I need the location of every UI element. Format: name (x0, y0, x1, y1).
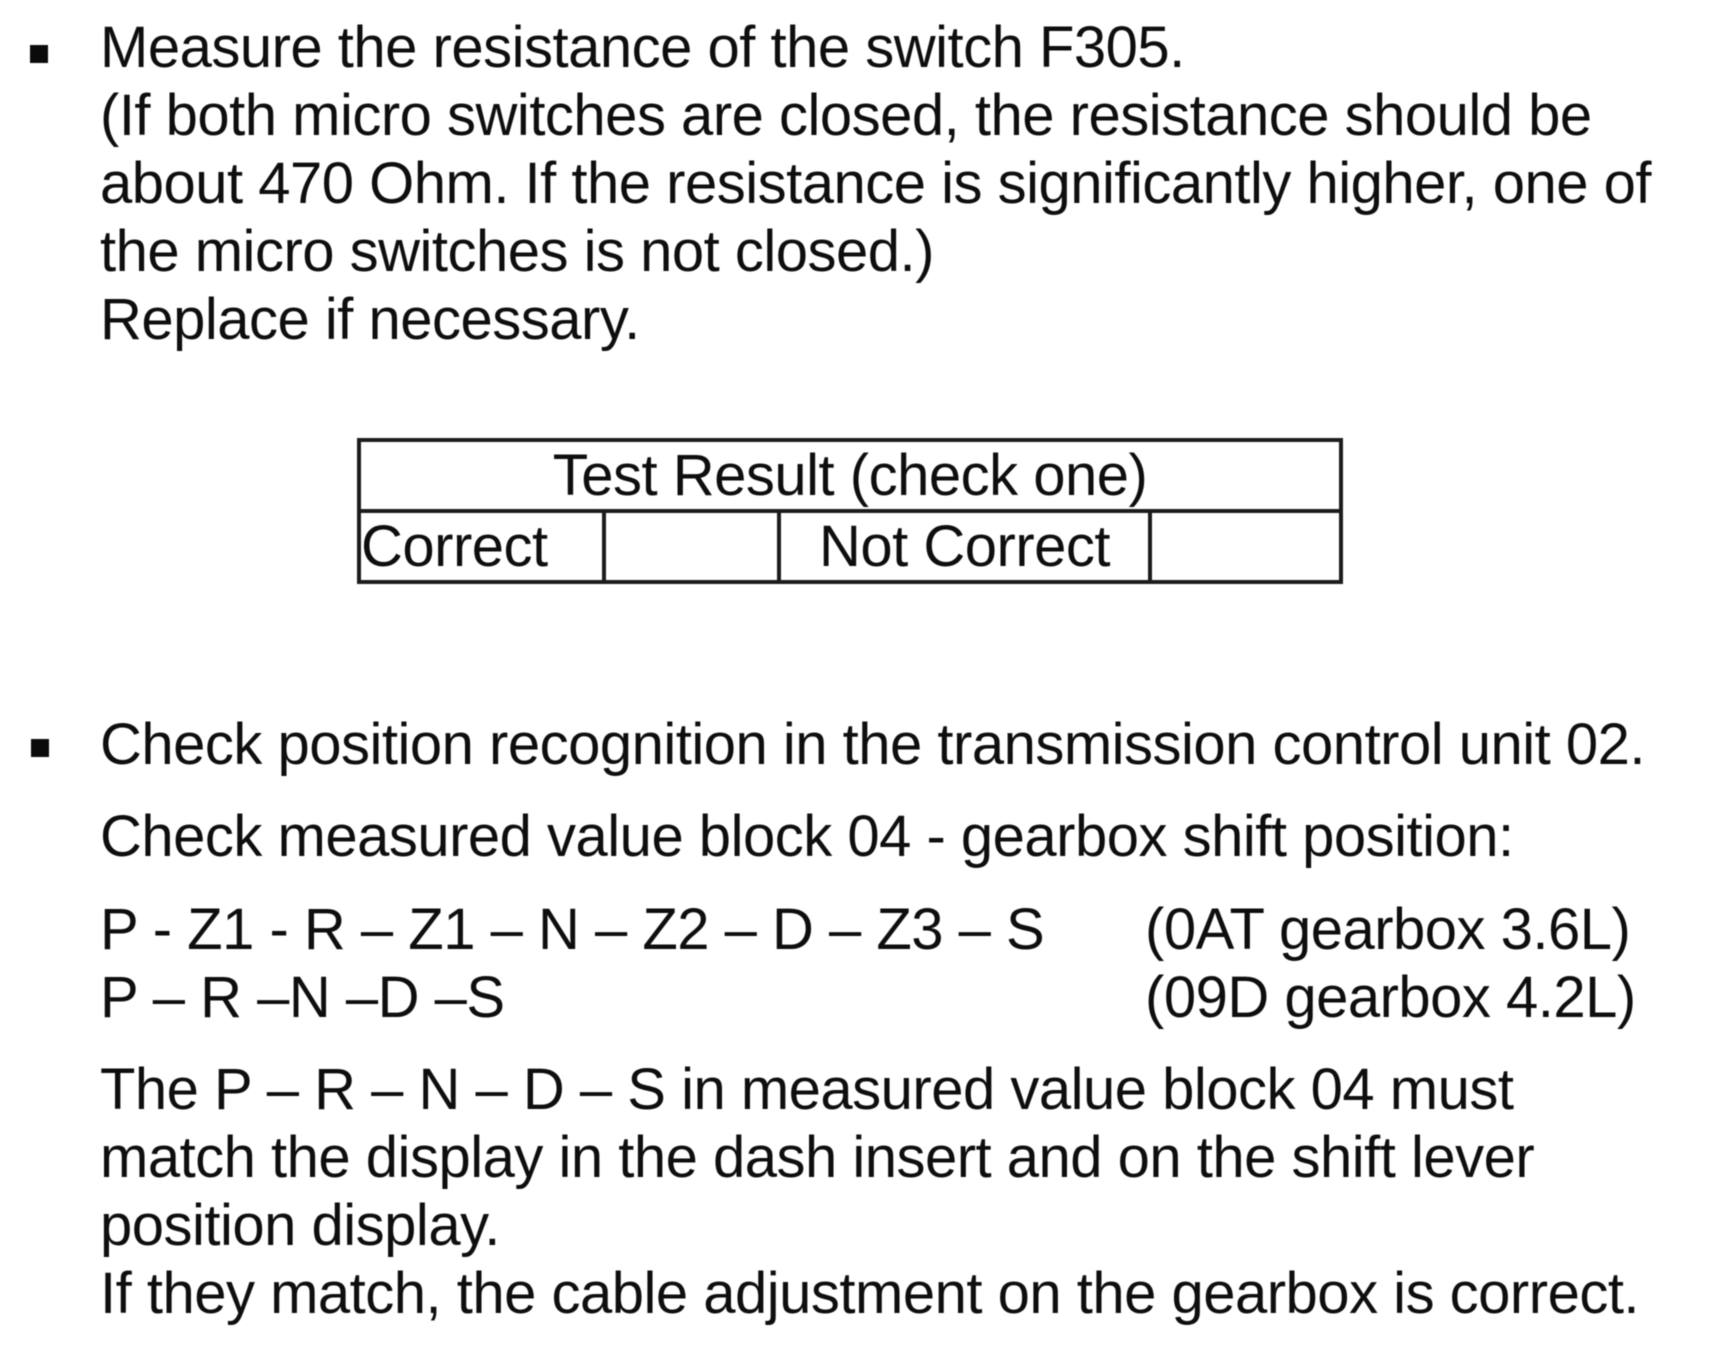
square-bullet-icon (30, 45, 48, 63)
correct-check-cell[interactable] (602, 509, 781, 584)
gear-sequence-text: P – R –N –D –S (100, 965, 505, 1030)
gear-sequence-row: P - Z1 - R – Z1 – N – Z2 – D – Z3 – S (0… (100, 896, 1720, 964)
gearbox-variant-label: (09D gearbox 4.2L) (1145, 965, 1636, 1030)
table-answer-row: Correct Not Correct (357, 509, 1344, 584)
check-measured-value-instruction: Check measured value block 04 - gearbox … (100, 804, 1514, 869)
table-header-row: Test Result (check one) (356, 438, 1344, 513)
text-line: The P – R – N – D – S in measured value … (100, 1057, 1514, 1122)
gear-sequence-row: P – R –N –D –S (09D gearbox 4.2L) (100, 964, 1720, 1032)
text-line: Replace if necessary. (100, 287, 640, 352)
gear-sequence-block: P - Z1 - R – Z1 – N – Z2 – D – Z3 – S (0… (100, 896, 1720, 1032)
not-correct-check-cell[interactable] (1147, 509, 1344, 584)
square-bullet-icon (31, 739, 49, 757)
text-line: the micro switches is not closed.) (100, 219, 934, 284)
text-line: If they match, the cable adjustment on t… (100, 1261, 1640, 1326)
text-line: match the display in the dash insert and… (100, 1125, 1535, 1190)
test-result-table: Test Result (check one) Correct Not Corr… (356, 438, 1344, 584)
not-correct-label-cell: Not Correct (777, 509, 1152, 584)
text-line: position display. (100, 1193, 500, 1258)
gearbox-variant-label: (0AT gearbox 3.6L) (1145, 897, 1631, 962)
text-line: (If both micro switches are closed, the … (100, 83, 1592, 148)
text-line: about 470 Ohm. If the resistance is sign… (100, 151, 1652, 216)
check-position-instruction: Check position recognition in the transm… (100, 712, 1646, 777)
gear-sequence-text: P - Z1 - R – Z1 – N – Z2 – D – Z3 – S (100, 897, 1045, 962)
correct-label-cell: Correct (357, 509, 606, 584)
match-display-paragraph: The P – R – N – D – S in measured value … (100, 1056, 1640, 1328)
measure-resistance-instruction: Measure the resistance of the switch F30… (100, 14, 1652, 354)
text-line: Measure the resistance of the switch F30… (100, 15, 1185, 80)
table-header-cell: Test Result (check one) (356, 438, 1344, 513)
